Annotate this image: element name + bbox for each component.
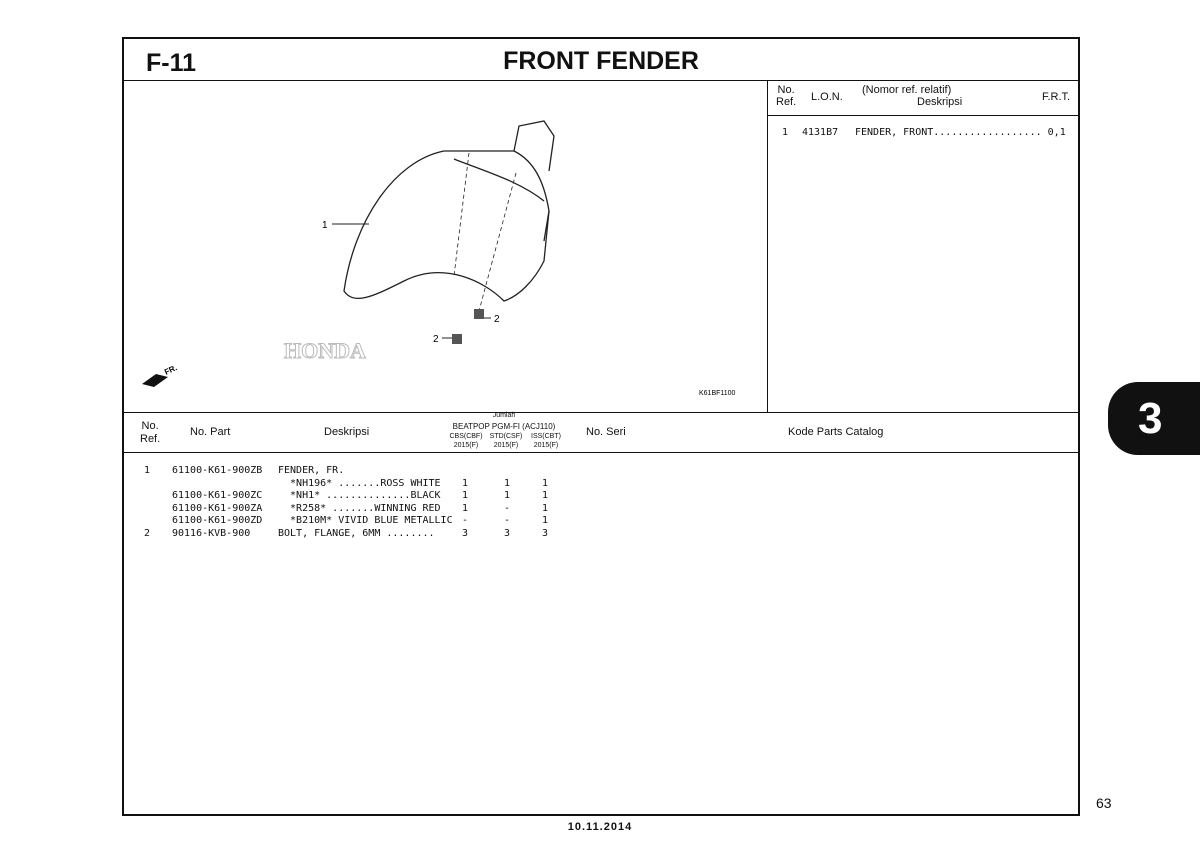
- header-variant: CBS(CBF): [449, 433, 483, 440]
- lon-header-frt: F.R.T.: [1042, 91, 1071, 103]
- row-desc: *R258* .......WINNING RED: [278, 502, 441, 514]
- direction-label: FR.: [163, 363, 178, 377]
- header-year: 2015(F): [493, 442, 519, 449]
- section-code: F-11: [146, 49, 197, 77]
- figure-code: K61BF1100: [699, 390, 736, 397]
- lon-header-desc-top: (Nomor ref. relatif): [862, 84, 952, 96]
- divider: [767, 115, 1078, 116]
- row-q2: 1: [542, 477, 549, 489]
- row-q1: 3: [504, 527, 511, 539]
- row-ref: 2: [144, 527, 151, 539]
- divider: [767, 80, 768, 412]
- header-year: 2015(F): [453, 442, 479, 449]
- header-no-ref: No. Ref.: [140, 420, 161, 445]
- row-q0: 1: [462, 490, 469, 501]
- row-q1: 1: [504, 477, 511, 489]
- header-model: BEATPOP PGM-FI (ACJ110): [452, 422, 556, 431]
- section-tab[interactable]: 3: [1108, 382, 1200, 455]
- print-date: 10.11.2014: [567, 821, 633, 833]
- row-ref: 1: [144, 465, 151, 476]
- row-q0: 1: [462, 477, 469, 489]
- divider: [124, 412, 1078, 413]
- row-q1: -: [504, 515, 511, 526]
- row-q2: 3: [542, 527, 549, 539]
- lon-code: 4131B7: [802, 127, 839, 138]
- row-desc: FENDER, FR.: [278, 465, 345, 476]
- row-q0: 3: [462, 527, 469, 539]
- header-no-part: No. Part: [190, 426, 231, 438]
- callout-1: 1: [322, 220, 328, 231]
- row-q0: 1: [462, 502, 469, 514]
- front-arrow-icon: [142, 374, 168, 387]
- header-deskripsi: Deskripsi: [324, 426, 370, 438]
- row-part: 61100-K61-900ZA: [172, 502, 263, 514]
- lon-header-no-ref: No. Ref.: [776, 84, 797, 108]
- header-year: 2015(F): [533, 442, 559, 449]
- callout-2: 2: [494, 314, 500, 325]
- row-part: 61100-K61-900ZD: [172, 515, 263, 526]
- row-q1: -: [504, 502, 511, 514]
- row-part: 61100-K61-900ZC: [172, 490, 263, 501]
- row-part: 61100-K61-900ZB: [172, 465, 263, 476]
- lon-desc: FENDER, FRONT.................. 0,1: [855, 127, 1066, 138]
- row-q2: 1: [542, 490, 549, 501]
- bolt-icon: [452, 334, 462, 344]
- header-kode: Kode Parts Catalog: [788, 426, 884, 438]
- fender-diagram: 1 2 2 HONDA FR. K61BF1100: [142, 120, 736, 397]
- row-desc: *NH196* .......ROSS WHITE: [278, 477, 441, 489]
- page-number: 63: [1096, 795, 1112, 811]
- lon-header-desc: Deskripsi: [917, 96, 963, 108]
- page-title: FRONT FENDER: [503, 47, 699, 75]
- row-q2: 1: [542, 515, 549, 526]
- bolt-icon: [474, 309, 484, 319]
- row-desc: *B210M* VIVID BLUE METALLIC: [278, 515, 453, 526]
- row-q1: 1: [504, 490, 511, 501]
- header-no-seri: No. Seri: [586, 426, 626, 438]
- header-jumlah: Jumlah: [492, 412, 516, 419]
- row-q0: -: [462, 515, 469, 526]
- callout-2: 2: [433, 334, 439, 345]
- lon-header-lon: L.O.N.: [811, 91, 843, 103]
- divider: [124, 452, 1078, 453]
- catalog-page-frame: F-11 FRONT FENDER 1 2 2 HONDA FR. K61BF1…: [122, 37, 1080, 816]
- lon-ref: 1: [782, 127, 789, 138]
- header-variant: ISS(CBT): [531, 433, 561, 440]
- divider: [124, 80, 1078, 81]
- row-part: 90116-KVB-900: [172, 527, 251, 539]
- header-variant: STD(CSF): [489, 433, 523, 440]
- row-q2: 1: [542, 502, 549, 514]
- row-desc: BOLT, FLANGE, 6MM ........: [278, 527, 435, 539]
- row-desc: *NH1* ..............BLACK: [278, 490, 441, 501]
- honda-logo: HONDA: [284, 338, 366, 363]
